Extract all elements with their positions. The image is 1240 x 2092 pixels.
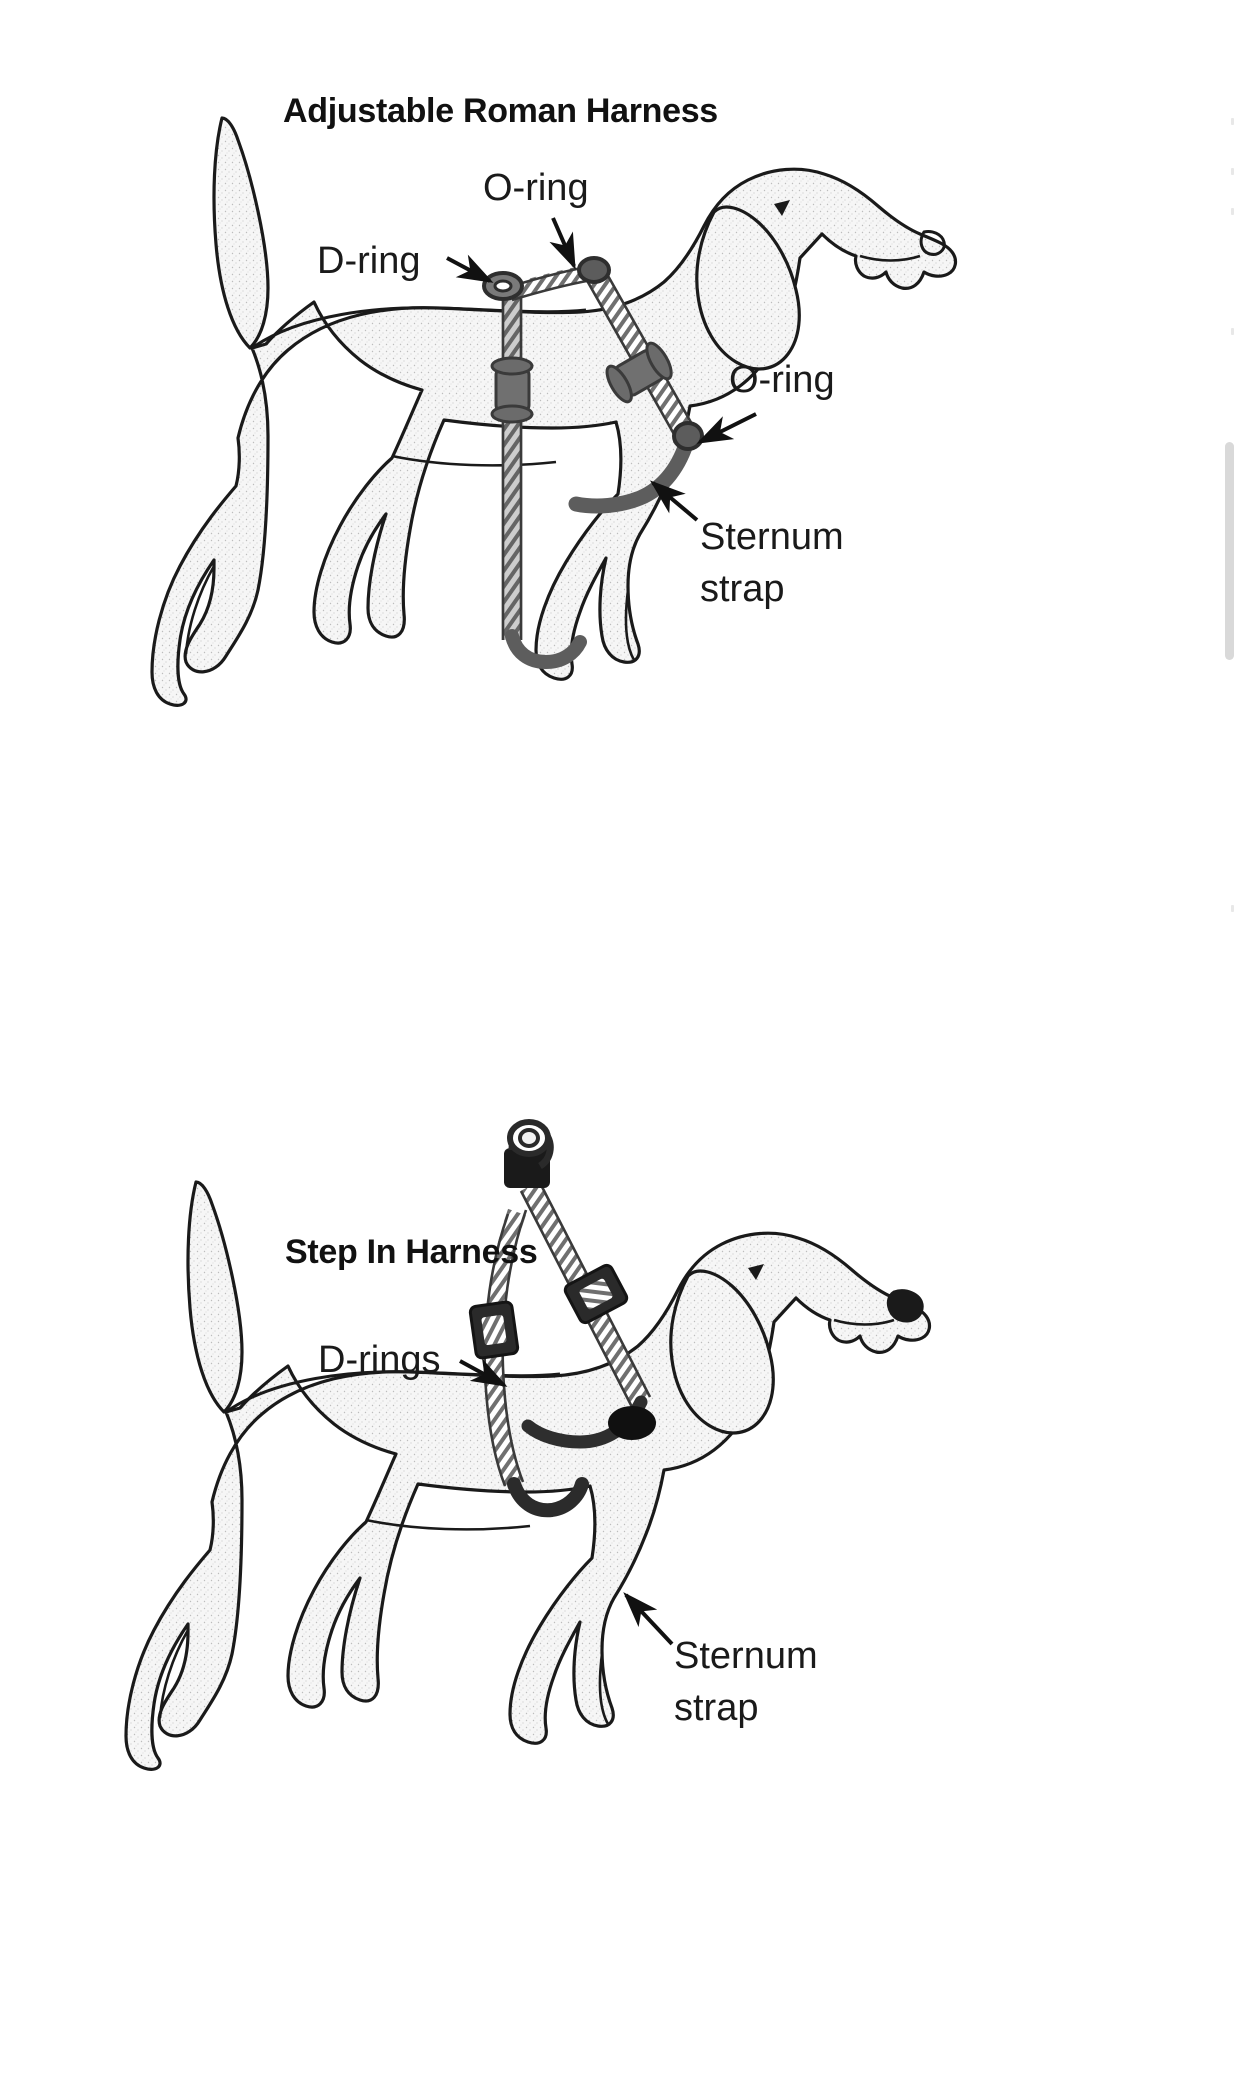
edge-speck xyxy=(1231,118,1234,125)
leader-d-ring xyxy=(446,254,494,283)
dog-back-line xyxy=(251,306,587,350)
leader-d-rings xyxy=(459,1358,508,1387)
chest-slider-buckle xyxy=(563,1263,629,1325)
dog-belly-line xyxy=(365,1518,531,1531)
dog-illustration-roman xyxy=(150,116,958,707)
dog-back-line xyxy=(225,1370,561,1414)
sternum-strap-roman xyxy=(568,430,696,514)
edge-speck xyxy=(1231,905,1234,912)
label-o-ring-top: O-ring xyxy=(483,167,589,209)
dog-ear xyxy=(669,1269,775,1435)
leader-sternum-strap xyxy=(649,480,699,522)
edge-speck xyxy=(1231,208,1234,215)
dog-nose xyxy=(886,1289,924,1323)
d-rings-hardware xyxy=(504,1119,554,1188)
dog-mouth-line xyxy=(833,1318,895,1326)
scrollbar-thumb[interactable] xyxy=(1225,442,1234,660)
diagram-title-stepin: Step In Harness xyxy=(285,1233,537,1271)
girth-slider-buckle xyxy=(468,1300,520,1360)
label-d-rings: D-rings xyxy=(318,1339,440,1381)
o-ring-shoulder-hardware xyxy=(577,256,611,284)
dog-eye xyxy=(748,1264,764,1280)
leader-o-ring-top xyxy=(549,217,576,270)
sternum-node xyxy=(608,1406,656,1440)
dog-tail xyxy=(186,1180,244,1414)
dog-rear-leg-line xyxy=(158,1629,190,1719)
label-d-ring: D-ring xyxy=(317,240,420,282)
girth-slider-buckle xyxy=(490,356,534,424)
d-ring-hardware xyxy=(482,271,524,301)
harness-straps-roman xyxy=(482,256,704,670)
dog-illustration-stepin xyxy=(124,1180,932,1771)
leader-o-ring-chest xyxy=(696,412,757,444)
dog-ear xyxy=(695,205,801,371)
girth-bottom-loop xyxy=(505,629,587,670)
dog-rear-leg-line xyxy=(184,565,216,655)
label-sternum-strap-line2: strap xyxy=(674,1687,758,1729)
dog-belly-line xyxy=(391,454,557,467)
dog-body xyxy=(150,167,958,707)
diagram-step-in-harness: Step In Harness D-rings Sternum strap xyxy=(0,1040,1240,2092)
o-ring-chest-hardware xyxy=(672,421,704,451)
label-o-ring-chest: O-ring xyxy=(729,359,835,401)
dog-nose xyxy=(919,230,946,256)
diagram-title-roman: Adjustable Roman Harness xyxy=(283,92,718,130)
label-sternum-strap-line2: strap xyxy=(700,568,784,610)
dog-front-leg-line xyxy=(598,1653,610,1725)
chest-slider-buckle xyxy=(605,341,673,404)
girth-bottom-loop xyxy=(507,1477,589,1518)
label-sternum-strap-line1: Sternum xyxy=(674,1635,818,1677)
scrollbar-track[interactable] xyxy=(1225,100,1237,920)
girth-strap-edges xyxy=(501,296,523,640)
edge-speck xyxy=(1231,168,1234,175)
diagram-adjustable-roman-harness: Adjustable Roman Harness O-ring D-ring O… xyxy=(0,0,1240,1040)
leader-sternum-strap xyxy=(623,1592,674,1646)
dog-tail xyxy=(212,116,270,350)
edge-speck xyxy=(1231,328,1234,335)
dog-front-leg-line xyxy=(624,589,636,661)
label-sternum-strap-line1: Sternum xyxy=(700,516,844,558)
dog-mouth-line xyxy=(859,254,921,262)
dog-eye xyxy=(774,200,790,216)
